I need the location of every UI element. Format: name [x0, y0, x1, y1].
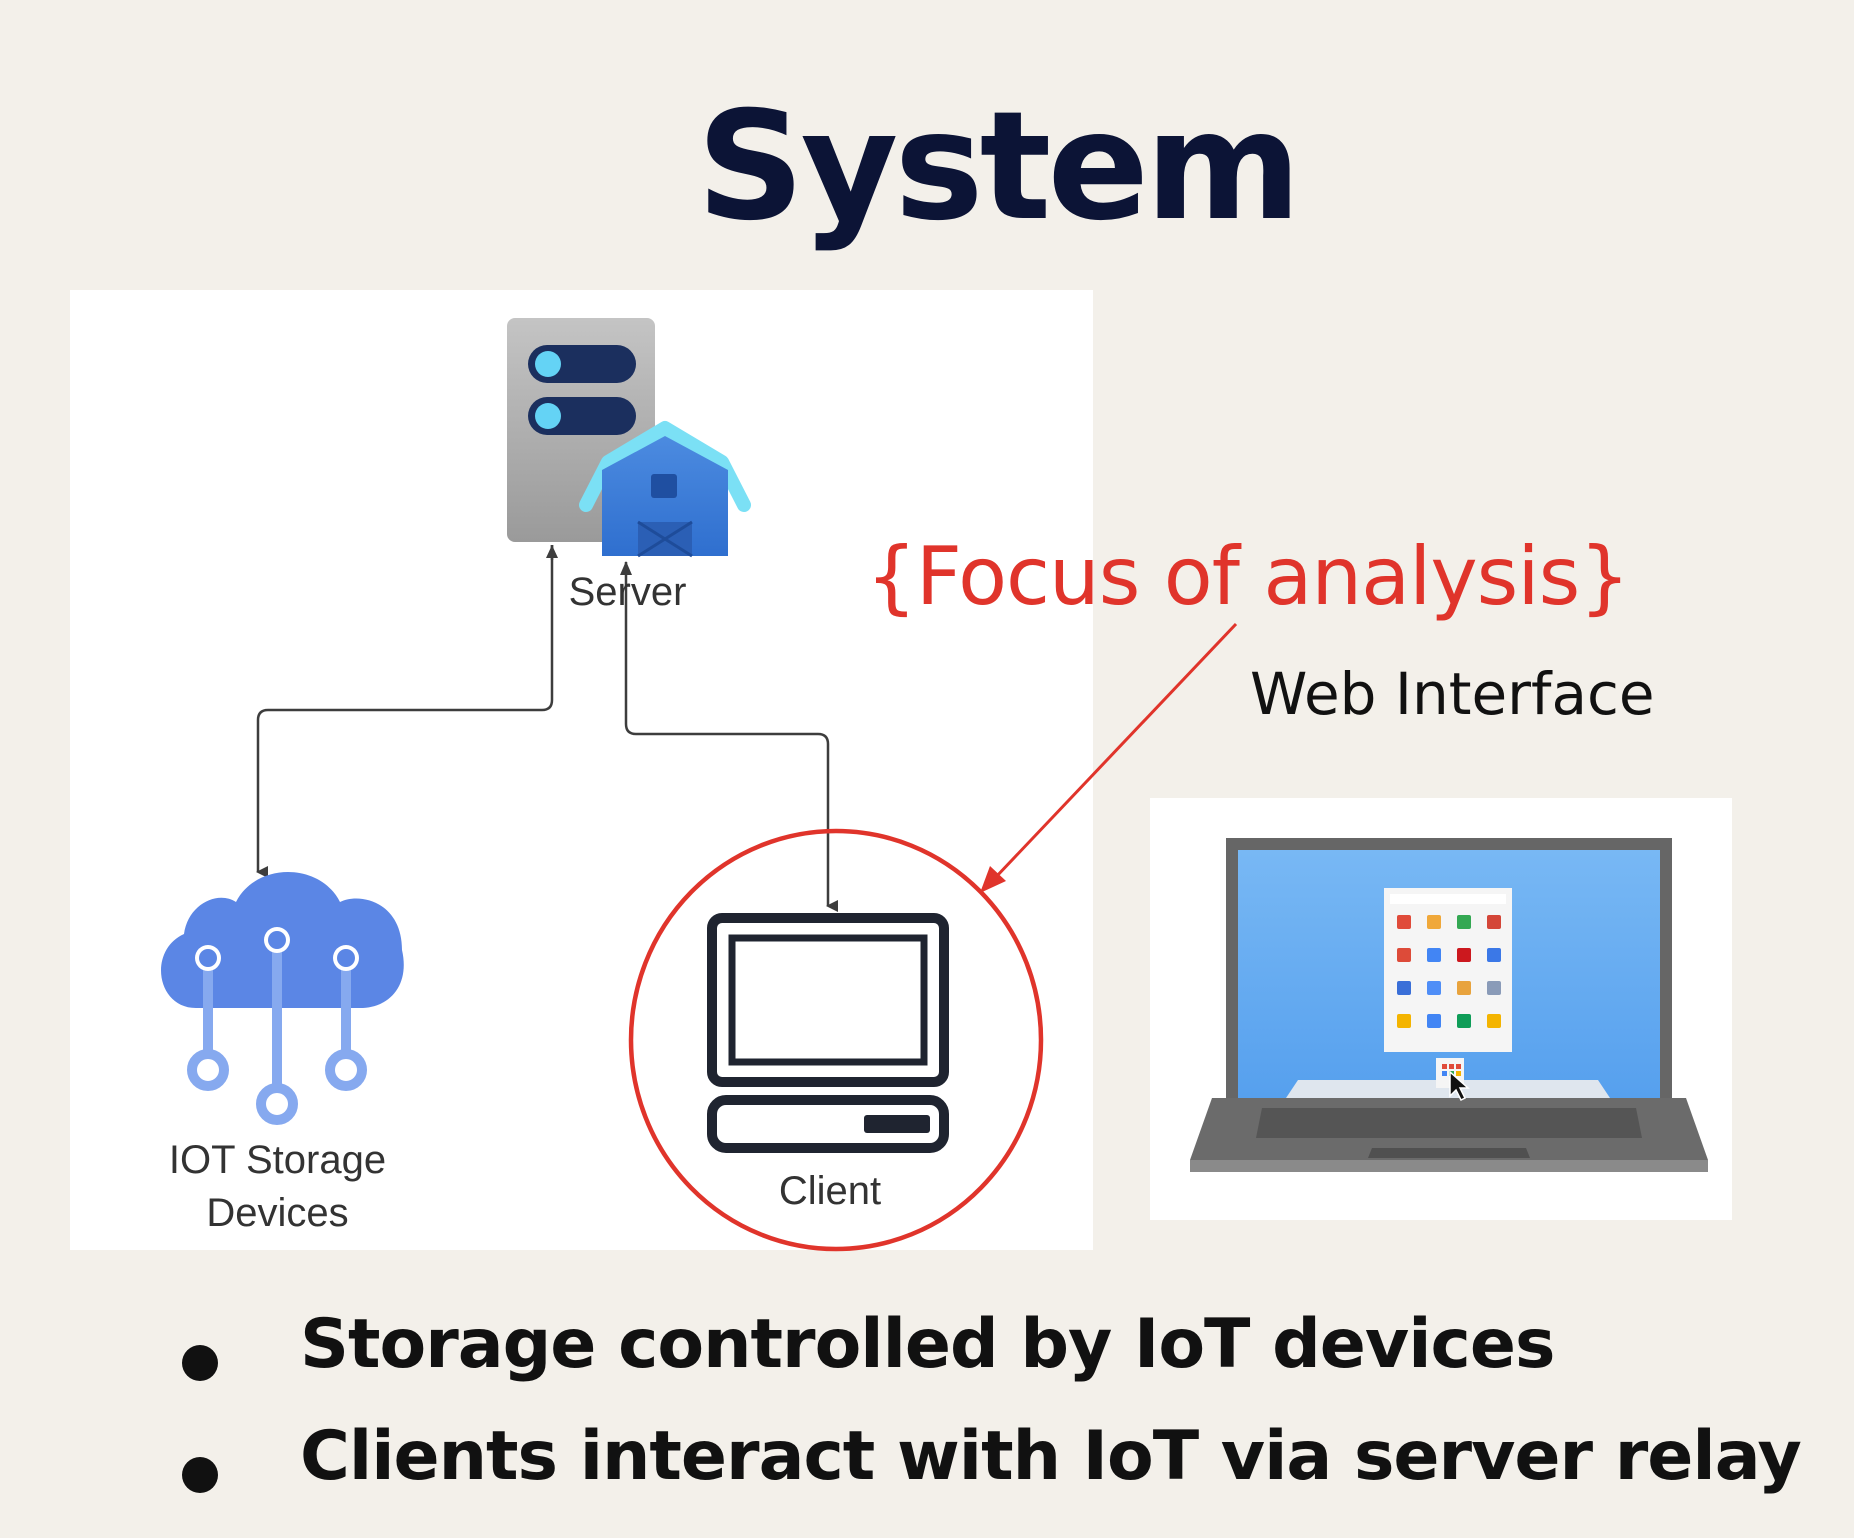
focus-highlight-circle [628, 828, 1044, 1252]
cursor-icon [1449, 1070, 1470, 1102]
focus-arrow [993, 622, 1238, 880]
bullet-dot [182, 1457, 218, 1493]
iot-cloud-icon [161, 872, 404, 1125]
server-label: Server [568, 570, 687, 614]
bullet-text: Clients interact with IoT via server rel… [300, 1417, 1802, 1496]
bullet-text: Storage controlled by IoT devices [300, 1305, 1555, 1384]
iot-storage-label-line2: Devices [206, 1191, 349, 1235]
client-label: Client [778, 1169, 882, 1213]
web-interface-label: Web Interface [1250, 660, 1655, 728]
focus-annotation: {Focus of analysis} [866, 530, 1630, 623]
server-iot-connector [256, 545, 554, 878]
bullet-dot [182, 1345, 218, 1381]
page-title: System [696, 80, 1302, 254]
iot-storage-label-line1: IOT Storage [168, 1138, 387, 1182]
client-computer-icon [707, 913, 949, 1153]
app-launcher-icon [1384, 888, 1512, 1088]
barn-icon [579, 421, 751, 558]
server-client-connector [624, 562, 838, 912]
